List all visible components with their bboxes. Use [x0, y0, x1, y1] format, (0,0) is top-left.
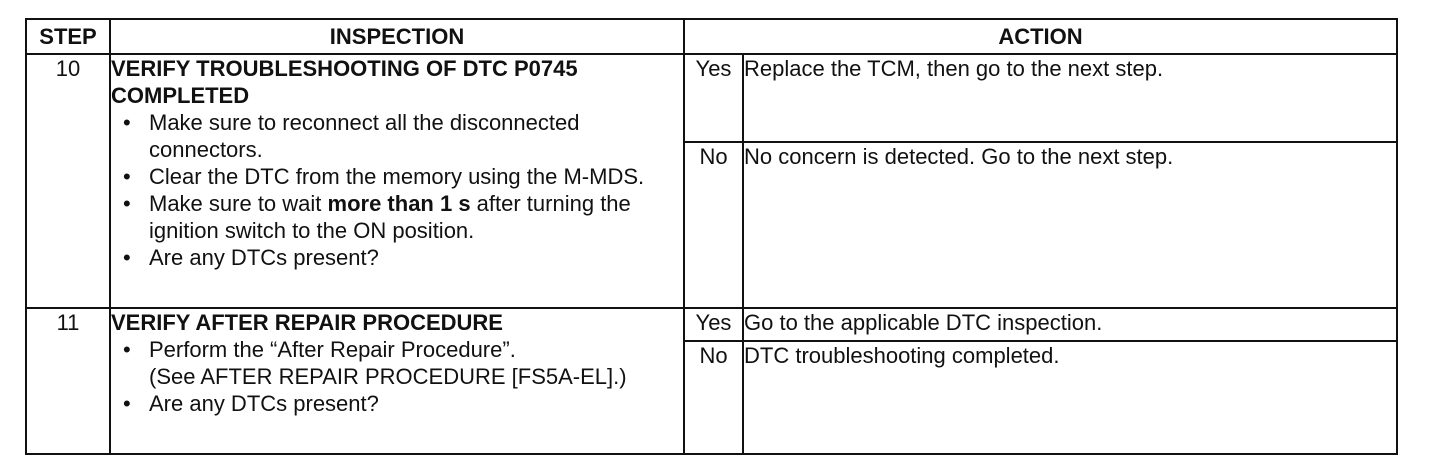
list-item: Clear the DTC from the memory using the …	[111, 163, 683, 190]
inspection-list: Make sure to reconnect all the disconnec…	[111, 109, 683, 271]
list-item: Perform the “After Repair Procedure”.	[111, 336, 683, 363]
list-item: Make sure to wait more than 1 s after tu…	[111, 190, 683, 244]
header-inspection: INSPECTION	[109, 18, 685, 55]
yes-label: Yes	[683, 53, 744, 143]
inspection-list: Perform the “After Repair Procedure”. (S…	[111, 336, 683, 417]
no-action: DTC troubleshooting completed.	[741, 340, 1399, 455]
see-reference: (See AFTER REPAIR PROCEDURE [FS5A-EL].)	[149, 364, 627, 389]
emphasis-text: more than 1 s	[327, 191, 471, 216]
no-label: No	[683, 141, 744, 309]
table-row: No DTC troubleshooting completed.	[26, 340, 1399, 455]
inspection-cell: VERIFY AFTER REPAIR PROCEDURE Perform th…	[109, 307, 685, 455]
list-item: Make sure to reconnect all the disconnec…	[111, 109, 683, 163]
yes-action: Replace the TCM, then go to the next ste…	[741, 53, 1399, 143]
no-action: No concern is detected. Go to the next s…	[741, 141, 1399, 309]
list-item: Are any DTCs present?	[111, 390, 683, 417]
inspection-cell: VERIFY TROUBLESHOOTING OF DTC P0745 COMP…	[109, 53, 685, 309]
step-number: 11	[25, 307, 111, 455]
yes-action: Go to the applicable DTC inspection.	[741, 307, 1399, 342]
table-row: 10 VERIFY TROUBLESHOOTING OF DTC P0745 C…	[25, 53, 1399, 309]
list-item: Are any DTCs present?	[111, 244, 683, 271]
table-row: No No concern is detected. Go to the nex…	[26, 141, 1399, 309]
inspection-title: VERIFY TROUBLESHOOTING OF DTC P0745 COMP…	[111, 56, 578, 108]
header-row: STEP INSPECTION ACTION	[25, 18, 1399, 55]
troubleshooting-table: STEP INSPECTION ACTION 10 VERIFY TROUBLE…	[25, 18, 1399, 455]
step-number: 10	[25, 53, 111, 309]
yes-label: Yes	[683, 307, 744, 342]
inspection-title: VERIFY AFTER REPAIR PROCEDURE	[111, 310, 503, 335]
no-label: No	[683, 340, 744, 455]
header-step: STEP	[25, 18, 111, 55]
table-row: 11 VERIFY AFTER REPAIR PROCEDURE Perform…	[25, 307, 1399, 455]
header-action: ACTION	[682, 18, 1399, 55]
